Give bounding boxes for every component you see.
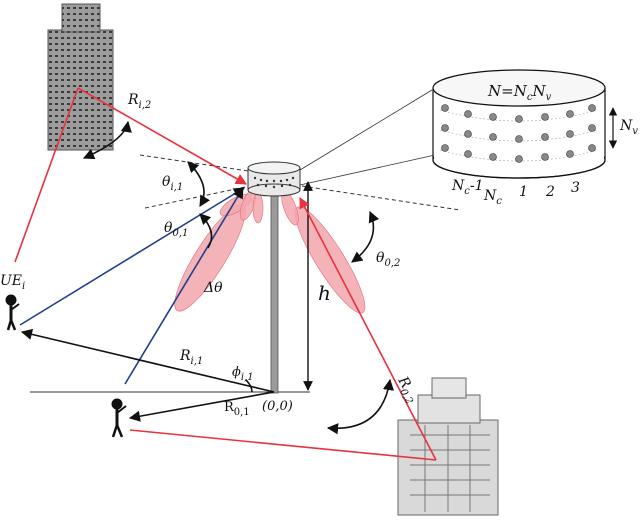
arc-theta-01	[199, 213, 213, 249]
link-ue0-to-building	[129, 429, 437, 461]
antenna-pole	[270, 184, 279, 394]
side-lobe-3	[252, 192, 264, 224]
label-theta-01: θ0,1	[164, 220, 188, 239]
label-r-i1: Ri,1	[179, 348, 203, 367]
vector-r-01	[128, 391, 275, 422]
link-building-to-array-right	[299, 197, 437, 461]
zoom-line-bottom	[299, 154, 436, 186]
label-theta-02: θ0,2	[376, 250, 400, 269]
dashed-right-line	[294, 184, 461, 211]
user-i-icon	[5, 294, 20, 331]
label-col-3: 3	[571, 180, 580, 196]
label-col-2: 2	[545, 184, 555, 200]
label-nv: Nv	[619, 118, 638, 137]
label-col-1: 1	[519, 184, 528, 200]
label-r-01: R0,1	[224, 400, 250, 418]
label-array-formula: N=NcNv	[487, 82, 552, 103]
link-ue-i-direct	[19, 187, 245, 326]
antenna-array-icon	[247, 161, 301, 197]
arc-phi-i1	[245, 379, 253, 393]
label-nc-minus-1: Nc-1	[451, 178, 484, 197]
label-delta-theta: Δθ	[203, 280, 223, 296]
arc-building-right	[326, 378, 394, 435]
label-h: h	[318, 281, 331, 305]
dashed-boresight-line	[144, 185, 251, 209]
arc-theta-i1	[187, 161, 210, 207]
arc-building-left	[82, 120, 132, 160]
building-right-icon	[397, 377, 499, 516]
label-r-02: R0,2	[391, 373, 421, 406]
label-nc: Nc	[483, 188, 502, 207]
arc-theta-02	[351, 210, 380, 263]
building-left-icon	[47, 3, 114, 151]
link-building-to-array	[77, 87, 247, 185]
vector-r-i1	[20, 328, 275, 393]
user-0-icon	[111, 398, 127, 438]
label-ue-i: UEi	[0, 273, 25, 292]
label-theta-i1: θi,1	[162, 174, 183, 193]
zoom-line-top	[299, 89, 433, 171]
label-phi-i1: ϕi,1	[232, 365, 254, 383]
enlarged-array	[432, 69, 606, 179]
label-r-i2: Ri,2	[127, 92, 151, 111]
link-ue0-direct	[124, 187, 244, 385]
dashed-horizon-line	[139, 154, 256, 173]
label-origin: (0,0)	[262, 399, 293, 414]
link-ue-i-to-building	[14, 87, 79, 263]
